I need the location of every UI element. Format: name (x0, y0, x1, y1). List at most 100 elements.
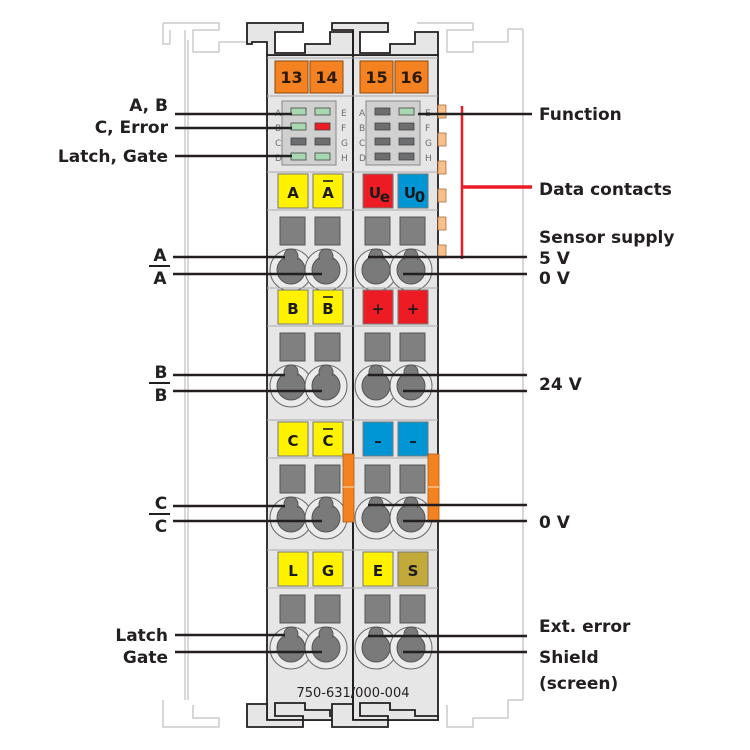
marker-yellow (277, 173, 309, 209)
marker-yellow (362, 551, 394, 587)
label-5v: 5 V (539, 249, 571, 269)
label-latch: Latch (115, 626, 168, 646)
release-slot (364, 216, 391, 246)
data-contact (437, 160, 447, 175)
marker-text: A (287, 184, 299, 202)
data-contact (437, 188, 447, 203)
release-slot (399, 216, 426, 246)
marker-yellow (277, 289, 309, 325)
part-number: 750-631/000-004 (296, 686, 409, 701)
led-indicator-off (374, 137, 391, 146)
led-letter: F (341, 124, 346, 134)
marker-text: – (374, 432, 382, 450)
clamp-keyhole-body (370, 372, 382, 382)
channel-number: 16 (400, 68, 422, 87)
marker-text: + (407, 300, 420, 318)
marker-yellow (312, 551, 344, 587)
label-led-a-b: A, B (129, 96, 168, 116)
marker-text: U (404, 184, 416, 202)
label-data-contacts: Data contacts (539, 180, 672, 200)
clamp-keyhole-body (405, 372, 417, 382)
led-letter: H (425, 154, 432, 164)
marker-text: – (409, 432, 417, 450)
led-letter: E (341, 109, 347, 119)
marker-text: S (408, 562, 419, 580)
power-jumper (427, 453, 440, 523)
led-indicator-red (314, 122, 331, 131)
label-shield: Shield (539, 648, 599, 668)
led-letter: A (359, 109, 366, 119)
data-contacts (437, 104, 447, 259)
led-letter: G (341, 139, 348, 149)
label-b: B (155, 386, 168, 406)
clamp-keyhole-body (285, 372, 297, 382)
led-indicator-off (398, 137, 415, 146)
led-indicator-green (398, 107, 415, 116)
led-indicator-green (290, 152, 307, 161)
clamp-keyhole-body (320, 256, 332, 266)
clamp-keyhole-body (405, 504, 417, 514)
data-contact (437, 104, 447, 119)
release-slot (314, 332, 341, 362)
channel-number-box (309, 60, 344, 94)
marker-yellow (277, 551, 309, 587)
marker-blue (397, 173, 429, 209)
label-a: A (153, 269, 167, 289)
led-indicator-off (290, 137, 307, 146)
clamp-keyhole-body (405, 256, 417, 266)
label-sensor-supply: Sensor supply (539, 228, 674, 248)
marker-yellow (312, 289, 344, 325)
clamp-keyhole-body (285, 634, 297, 644)
led-letter: B (359, 124, 365, 134)
led-letter: G (425, 139, 432, 149)
release-slot (314, 216, 341, 246)
led-indicator-off (374, 122, 391, 131)
label-a-inverted: A (153, 246, 167, 266)
marker-text: B (287, 300, 298, 318)
release-slot (279, 216, 306, 246)
marker-text: C (322, 432, 333, 450)
label-screen: (screen) (539, 674, 618, 694)
label-led-c-error: C, Error (95, 118, 169, 138)
marker-text: U (369, 184, 381, 202)
release-slot (279, 332, 306, 362)
data-contacts-bracket (460, 106, 532, 259)
led-letter: H (341, 154, 348, 164)
marker-red (362, 173, 394, 209)
channel-number: 14 (315, 68, 337, 87)
led-indicator-off (374, 152, 391, 161)
marker-red (362, 289, 394, 325)
led-indicator-green (314, 152, 331, 161)
led-indicator-green (290, 107, 307, 116)
led-letter: D (275, 154, 282, 164)
clamp-keyhole-body (370, 634, 382, 644)
label-0v-sensor: 0 V (539, 269, 571, 289)
release-slot (399, 594, 426, 624)
led-panel: AEBFCGDHAEBFCGDH (275, 100, 432, 166)
marker-yellow (277, 421, 309, 457)
release-slot (364, 332, 391, 362)
marker-text: L (288, 562, 298, 580)
label-c: C (155, 517, 167, 537)
channel-number-box (359, 60, 394, 94)
release-slot (279, 594, 306, 624)
label-0v: 0 V (539, 513, 571, 533)
led-letter: C (275, 139, 281, 149)
left-labels: A, B C, Error Latch, Gate A A B B C C La… (58, 96, 170, 668)
marker-subscript: e (380, 188, 390, 206)
marker-blue (397, 421, 429, 457)
led-indicator-off (374, 107, 391, 116)
release-slot (364, 594, 391, 624)
led-indicator-green (314, 107, 331, 116)
marker-text: G (322, 562, 334, 580)
label-ext-error: Ext. error (539, 617, 631, 637)
led-indicator-off (398, 122, 415, 131)
marker-yellow (312, 173, 344, 209)
clamp-keyhole-body (320, 634, 332, 644)
label-c-inverted: C (155, 494, 167, 514)
clamp-keyhole-body (370, 256, 382, 266)
marker-text: A (322, 184, 334, 202)
marker-subscript: 0 (415, 188, 425, 206)
